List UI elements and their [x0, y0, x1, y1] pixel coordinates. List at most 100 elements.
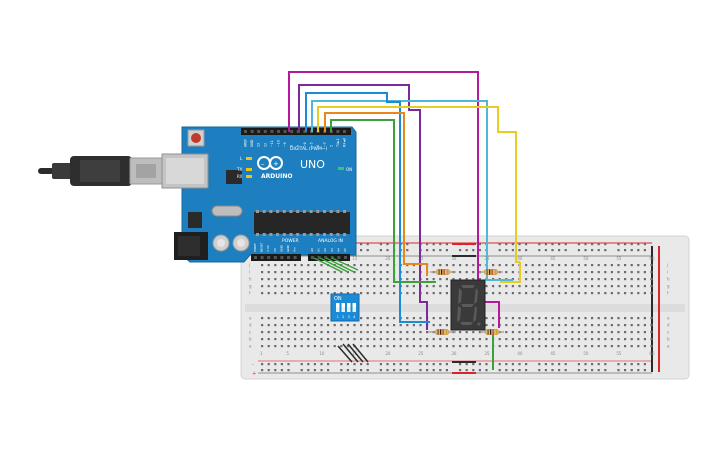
- breadboard-hole[interactable]: [412, 278, 415, 281]
- breadboard-hole[interactable]: [439, 278, 442, 281]
- breadboard-hole[interactable]: [643, 317, 646, 320]
- breadboard-hole[interactable]: [432, 369, 435, 372]
- breadboard-hole[interactable]: [373, 278, 376, 281]
- breadboard-hole[interactable]: [518, 292, 521, 295]
- breadboard-hole[interactable]: [445, 324, 448, 327]
- breadboard-hole[interactable]: [287, 264, 290, 267]
- breadboard-hole[interactable]: [366, 338, 369, 341]
- breadboard-hole[interactable]: [327, 345, 330, 348]
- breadboard-hole[interactable]: [492, 324, 495, 327]
- breadboard-hole[interactable]: [307, 345, 310, 348]
- breadboard-hole[interactable]: [426, 249, 429, 252]
- breadboard-hole[interactable]: [577, 285, 580, 288]
- breadboard-hole[interactable]: [498, 292, 501, 295]
- breadboard-hole[interactable]: [379, 324, 382, 327]
- breadboard-hole[interactable]: [287, 285, 290, 288]
- analog-pin[interactable]: [311, 256, 314, 259]
- breadboard-hole[interactable]: [558, 285, 561, 288]
- breadboard-hole[interactable]: [630, 243, 633, 246]
- breadboard-hole[interactable]: [340, 363, 343, 366]
- breadboard-hole[interactable]: [333, 292, 336, 295]
- breadboard-hole[interactable]: [551, 363, 554, 366]
- breadboard-hole[interactable]: [531, 345, 534, 348]
- breadboard-hole[interactable]: [511, 369, 514, 372]
- breadboard-hole[interactable]: [610, 292, 613, 295]
- breadboard-hole[interactable]: [465, 331, 468, 334]
- breadboard-hole[interactable]: [320, 324, 323, 327]
- breadboard-hole[interactable]: [386, 271, 389, 274]
- breadboard-hole[interactable]: [432, 324, 435, 327]
- breadboard-hole[interactable]: [505, 324, 508, 327]
- breadboard-hole[interactable]: [379, 285, 382, 288]
- breadboard-hole[interactable]: [307, 363, 310, 366]
- breadboard-hole[interactable]: [531, 317, 534, 320]
- breadboard-hole[interactable]: [604, 363, 607, 366]
- breadboard-hole[interactable]: [366, 331, 369, 334]
- breadboard-hole[interactable]: [478, 249, 481, 252]
- breadboard-hole[interactable]: [261, 271, 264, 274]
- breadboard-hole[interactable]: [439, 369, 442, 372]
- breadboard-hole[interactable]: [617, 363, 620, 366]
- breadboard-hole[interactable]: [525, 271, 528, 274]
- breadboard-hole[interactable]: [630, 292, 633, 295]
- breadboard-hole[interactable]: [650, 271, 653, 274]
- breadboard-hole[interactable]: [426, 285, 429, 288]
- breadboard-hole[interactable]: [544, 331, 547, 334]
- breadboard-hole[interactable]: [465, 369, 468, 372]
- breadboard-hole[interactable]: [327, 369, 330, 372]
- dip-toggle[interactable]: [341, 303, 346, 312]
- breadboard-hole[interactable]: [320, 278, 323, 281]
- breadboard-hole[interactable]: [511, 331, 514, 334]
- breadboard-hole[interactable]: [584, 363, 587, 366]
- breadboard-hole[interactable]: [360, 243, 363, 246]
- breadboard-hole[interactable]: [511, 363, 514, 366]
- breadboard-hole[interactable]: [360, 249, 363, 252]
- breadboard-hole[interactable]: [584, 331, 587, 334]
- breadboard-hole[interactable]: [280, 278, 283, 281]
- breadboard-hole[interactable]: [538, 285, 541, 288]
- breadboard-hole[interactable]: [558, 278, 561, 281]
- breadboard-hole[interactable]: [432, 243, 435, 246]
- breadboard-hole[interactable]: [624, 278, 627, 281]
- breadboard-hole[interactable]: [300, 264, 303, 267]
- breadboard-hole[interactable]: [366, 324, 369, 327]
- breadboard-hole[interactable]: [300, 338, 303, 341]
- breadboard-hole[interactable]: [591, 292, 594, 295]
- breadboard-hole[interactable]: [564, 363, 567, 366]
- breadboard-hole[interactable]: [525, 363, 528, 366]
- breadboard-hole[interactable]: [591, 285, 594, 288]
- breadboard-hole[interactable]: [551, 264, 554, 267]
- breadboard-hole[interactable]: [320, 331, 323, 334]
- breadboard-hole[interactable]: [538, 292, 541, 295]
- breadboard-hole[interactable]: [624, 249, 627, 252]
- breadboard-hole[interactable]: [643, 285, 646, 288]
- breadboard-hole[interactable]: [617, 285, 620, 288]
- breadboard-hole[interactable]: [571, 324, 574, 327]
- breadboard-hole[interactable]: [360, 331, 363, 334]
- breadboard-hole[interactable]: [538, 249, 541, 252]
- breadboard-hole[interactable]: [412, 317, 415, 320]
- breadboard-hole[interactable]: [544, 324, 547, 327]
- breadboard-hole[interactable]: [610, 285, 613, 288]
- breadboard-hole[interactable]: [261, 285, 264, 288]
- breadboard-hole[interactable]: [426, 331, 429, 334]
- breadboard-hole[interactable]: [525, 264, 528, 267]
- breadboard-hole[interactable]: [637, 271, 640, 274]
- breadboard-hole[interactable]: [584, 345, 587, 348]
- breadboard-hole[interactable]: [525, 243, 528, 246]
- breadboard-hole[interactable]: [274, 317, 277, 320]
- breadboard-hole[interactable]: [353, 369, 356, 372]
- breadboard-hole[interactable]: [307, 292, 310, 295]
- breadboard-hole[interactable]: [518, 317, 521, 320]
- breadboard-hole[interactable]: [558, 264, 561, 267]
- breadboard-hole[interactable]: [544, 338, 547, 341]
- breadboard-hole[interactable]: [320, 338, 323, 341]
- breadboard-hole[interactable]: [307, 317, 310, 320]
- breadboard-hole[interactable]: [366, 317, 369, 320]
- breadboard-hole[interactable]: [597, 271, 600, 274]
- breadboard-hole[interactable]: [406, 271, 409, 274]
- digital-pin[interactable]: [303, 130, 307, 133]
- breadboard-hole[interactable]: [353, 331, 356, 334]
- power-pin[interactable]: [260, 256, 264, 259]
- breadboard-hole[interactable]: [505, 285, 508, 288]
